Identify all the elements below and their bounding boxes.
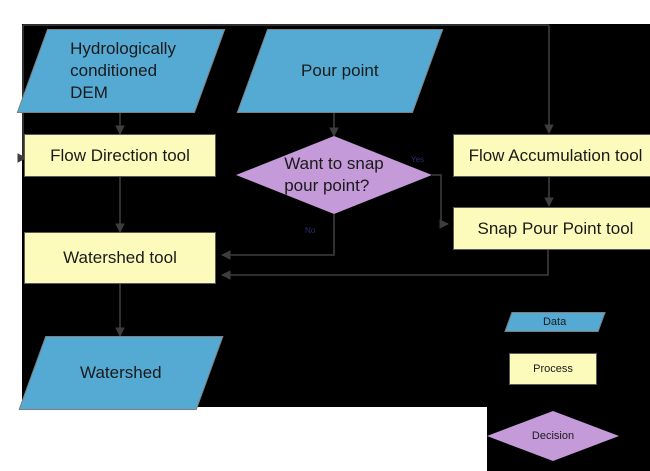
legend-decision-shape: Decision <box>487 411 619 461</box>
node-watershed[interactable]: Watershed <box>18 336 224 410</box>
node-snap-pour-point-tool[interactable]: Snap Pour Point tool <box>453 207 650 250</box>
edge-label-yes: Yes <box>411 155 425 164</box>
node-label: Watershed tool <box>63 248 177 268</box>
node-hydrologically-conditioned-dem[interactable]: Hydrologically conditioned DEM <box>16 29 226 113</box>
legend-data-label: Data <box>543 315 567 328</box>
node-label: Snap Pour Point tool <box>477 218 634 238</box>
node-watershed-tool[interactable]: Watershed tool <box>24 232 216 284</box>
node-flow-direction-tool[interactable]: Flow Direction tool <box>24 134 216 177</box>
legend-data-shape: Data <box>504 312 606 332</box>
node-decision-want-to-snap-pour-point[interactable]: Want to snap pour point? <box>236 136 432 214</box>
edge-label-no: No <box>305 226 316 235</box>
node-label: Flow Direction tool <box>50 145 190 165</box>
node-flow-accumulation-tool[interactable]: Flow Accumulation tool <box>453 134 650 177</box>
node-label: Hydrologically conditioned DEM <box>70 39 176 102</box>
node-pour-point[interactable]: Pour point <box>236 29 444 113</box>
node-label: Pour point <box>301 61 379 81</box>
legend-process-label: Process <box>533 362 573 375</box>
node-label: Want to snap pour point? <box>284 153 384 195</box>
legend-decision-label: Decision <box>531 429 575 442</box>
node-label: Watershed <box>80 363 162 383</box>
legend-process-shape: Process <box>509 353 597 385</box>
node-label: Flow Accumulation tool <box>468 145 643 165</box>
